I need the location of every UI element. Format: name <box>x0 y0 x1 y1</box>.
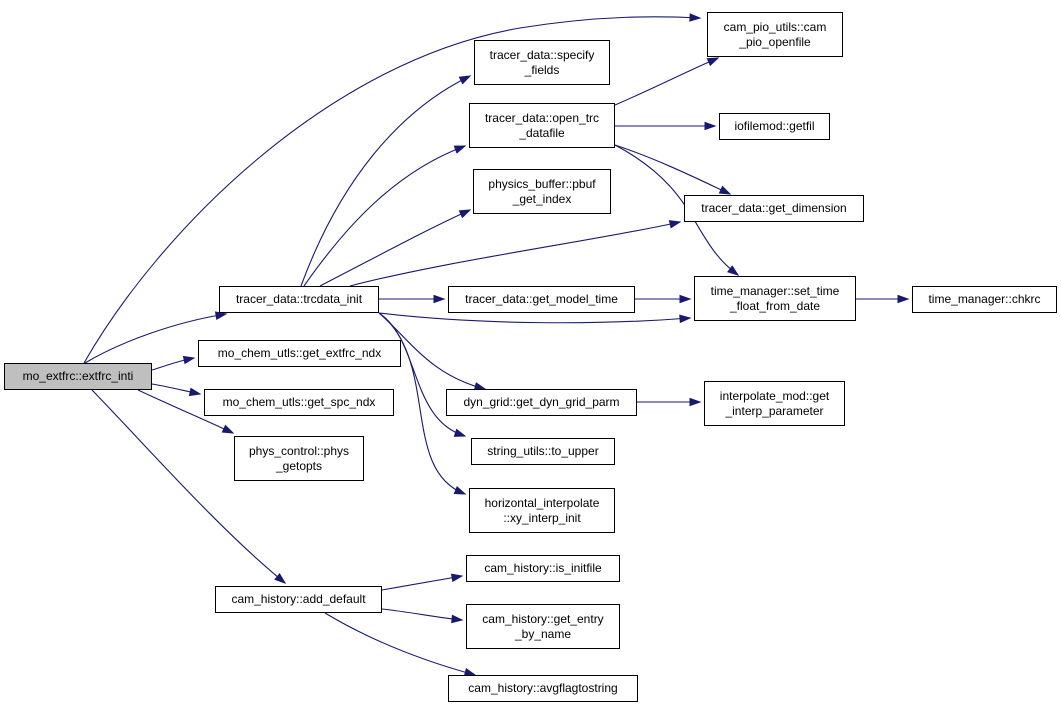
arrowhead <box>718 185 732 195</box>
node-label-line: interpolate_mod::get <box>719 388 830 403</box>
node-label-line: cam_history::is_initfile <box>484 561 602 575</box>
arrowhead <box>458 75 472 85</box>
edge-add-default-to-is-initfile <box>381 573 464 591</box>
edge-root-to-add-default <box>91 389 287 584</box>
node-trcdata-init[interactable]: tracer_data::trcdata_init <box>219 286 379 313</box>
node-chkrc[interactable]: time_manager::chkrc <box>912 286 1057 313</box>
arrowhead <box>679 314 692 324</box>
arrowhead <box>689 397 702 407</box>
node-label-line: string_utils::to_upper <box>487 444 599 458</box>
edge-root-to-phys-getopts <box>137 389 235 434</box>
node-get-entry-by-name[interactable]: cam_history::get_entry_by_name <box>466 604 620 649</box>
node-get-model-time[interactable]: tracer_data::get_model_time <box>448 286 635 313</box>
arrowhead <box>274 573 287 584</box>
arrowhead <box>433 294 446 304</box>
edge-set-time-float-from-date-to-chkrc <box>856 294 910 304</box>
node-get-extfrc-ndx[interactable]: mo_chem_utls::get_extfrc_ndx <box>198 340 401 367</box>
edge-add-default-to-get-entry-by-name <box>381 608 464 624</box>
node-label-line: horizontal_interpolate <box>484 495 600 510</box>
node-getfil[interactable]: iofilemod::getfil <box>719 113 830 140</box>
node-label-line: cam_history::avgflagtostring <box>468 681 618 695</box>
arrowhead <box>182 355 196 365</box>
node-label-line: _datafile <box>519 125 565 140</box>
node-avgflagtostring[interactable]: cam_history::avgflagtostring <box>448 675 638 702</box>
node-get-dimension[interactable]: tracer_data::get_dimension <box>684 195 864 222</box>
arrowhead <box>897 294 910 304</box>
node-label-line: phys_control::phys <box>248 443 350 458</box>
node-get-interp-parameter[interactable]: interpolate_mod::get_interp_parameter <box>704 381 845 426</box>
node-label-line: cam_history::add_default <box>231 592 366 606</box>
arrowhead <box>188 387 202 397</box>
edge-trcdata-init-to-open-trc-datafile <box>303 145 467 287</box>
edge-get-dyn-grid-parm-to-get-interp-parameter <box>637 397 702 407</box>
edge-trcdata-init-to-get-model-time <box>379 294 446 304</box>
node-label-line: tracer_data::trcdata_init <box>235 292 363 306</box>
node-cam-pio-openfile[interactable]: cam_pio_utils::cam_pio_openfile <box>707 12 843 57</box>
edge-trcdata-init-to-xy-interp-init <box>378 312 467 495</box>
arrowhead <box>451 614 464 624</box>
node-get-dyn-grid-parm[interactable]: dyn_grid::get_dyn_grid_parm <box>446 389 637 416</box>
node-get-spc-ndx[interactable]: mo_chem_utls::get_spc_ndx <box>204 389 394 416</box>
node-label-line: _get_index <box>512 191 572 206</box>
arrowhead <box>704 121 717 131</box>
edge-trcdata-init-to-set-time-float-from-date <box>378 312 692 324</box>
node-label-line: mo_extfrc::extfrc_inti <box>22 369 134 383</box>
node-add-default[interactable]: cam_history::add_default <box>215 586 382 613</box>
node-phys-getopts[interactable]: phys_control::phys_getopts <box>234 436 364 481</box>
arrowhead <box>458 209 472 219</box>
node-open-trc-datafile[interactable]: tracer_data::open_trc_datafile <box>469 103 615 148</box>
edge-get-model-time-to-set-time-float-from-date <box>635 294 692 304</box>
node-xy-interp-init[interactable]: horizontal_interpolate::xy_interp_init <box>469 488 615 533</box>
node-label-line: tracer_data::get_dimension <box>701 201 847 215</box>
edge-root-to-get-extfrc-ndx <box>151 355 196 371</box>
node-label-line: tracer_data::get_model_time <box>465 292 618 306</box>
arrowhead <box>453 145 467 154</box>
arrowhead <box>221 424 235 434</box>
node-is-initfile[interactable]: cam_history::is_initfile <box>466 555 620 582</box>
node-label-line: tracer_data::specify <box>489 47 595 62</box>
node-to-upper[interactable]: string_utils::to_upper <box>471 438 615 465</box>
node-pbuf-get-index[interactable]: physics_buffer::pbuf_get_index <box>473 169 611 214</box>
arrowhead <box>453 486 467 495</box>
node-label-line: _by_name <box>514 626 572 641</box>
arrowhead <box>668 220 682 229</box>
node-label-line: tracer_data::open_trc <box>484 110 600 125</box>
edge-trcdata-init-to-get-dimension <box>349 220 682 287</box>
arrowhead <box>706 57 720 67</box>
arrowhead <box>679 294 692 304</box>
edge-root-to-cam-pio-openfile <box>83 13 702 364</box>
edge-root-to-get-spc-ndx <box>151 383 202 397</box>
edge-open-trc-datafile-to-get-dimension <box>614 144 732 195</box>
node-label-line: cam_pio_utils::cam <box>723 19 827 34</box>
node-label-line: iofilemod::getfil <box>734 119 815 133</box>
node-label-line: mo_chem_utls::get_spc_ndx <box>222 395 376 409</box>
node-root: mo_extfrc::extfrc_inti <box>4 363 152 390</box>
node-label-line: _getopts <box>275 458 323 473</box>
node-label-line: _fields <box>524 62 560 77</box>
edge-open-trc-datafile-to-cam-pio-openfile <box>614 57 720 106</box>
edge-trcdata-init-to-specify-fields <box>300 75 472 287</box>
arrowhead <box>727 265 740 276</box>
arrowhead <box>453 428 467 437</box>
arrowhead <box>450 573 464 583</box>
node-set-time-float-from-date[interactable]: time_manager::set_time_float_from_date <box>694 276 856 321</box>
node-label-line: _interp_parameter <box>725 403 824 418</box>
edge-root-to-trcdata-init <box>84 311 228 364</box>
node-label-line: time_manager::set_time <box>710 283 840 298</box>
node-specify-fields[interactable]: tracer_data::specify_fields <box>474 40 610 85</box>
arrowhead <box>689 13 702 22</box>
node-label-line: time_manager::chkrc <box>928 292 1041 306</box>
node-label-line: _pio_openfile <box>739 34 811 49</box>
arrowhead <box>214 311 228 320</box>
node-label-line: mo_chem_utls::get_extfrc_ndx <box>217 346 382 360</box>
node-label-line: cam_history::get_entry <box>482 611 604 626</box>
node-label-line: ::xy_interp_init <box>503 510 581 525</box>
node-label-line: dyn_grid::get_dyn_grid_parm <box>463 395 620 409</box>
edge-open-trc-datafile-to-getfil <box>615 121 717 131</box>
node-label-line: physics_buffer::pbuf <box>488 176 596 191</box>
node-label-line: _float_from_date <box>729 298 821 313</box>
edge-trcdata-init-to-pbuf-get-index <box>319 209 472 287</box>
